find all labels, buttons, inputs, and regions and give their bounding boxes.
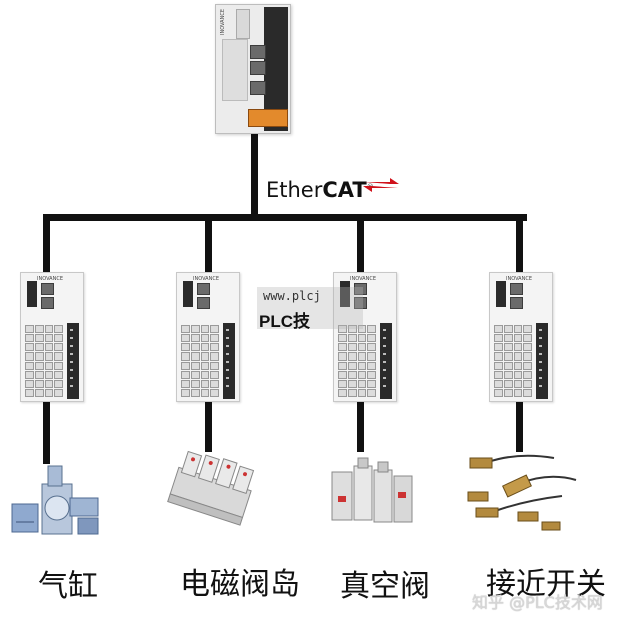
terminal-block	[338, 325, 376, 397]
vacuum-valve-icon	[331, 457, 413, 523]
device-label-proximity-switch: 接近开关	[486, 567, 606, 602]
module-brand: INOVANCE	[506, 276, 532, 282]
terminal-block	[181, 325, 219, 397]
drop-line-2	[205, 214, 212, 274]
io-module-4: INOVANCE	[489, 272, 553, 402]
drop-line-1	[43, 214, 50, 274]
module-status-panel	[183, 281, 193, 307]
controller-panel	[222, 39, 248, 101]
solenoid-valve-island-icon	[167, 450, 255, 526]
drop-line-4	[516, 214, 523, 274]
terminal-block	[25, 325, 63, 397]
ethernet-port-2	[250, 61, 266, 75]
ethercat-logo: EtherCAT®	[266, 178, 374, 202]
module-port-out	[41, 297, 54, 309]
status-led-panel	[248, 109, 288, 127]
io-module-2: INOVANCE	[176, 272, 240, 402]
ethernet-port-3	[250, 81, 266, 95]
module-brand: INOVANCE	[350, 276, 376, 282]
module-status-panel	[496, 281, 506, 307]
module-status-panel	[340, 281, 350, 307]
controller-label-strip	[236, 9, 250, 39]
ethercat-suffix: CAT	[322, 178, 367, 202]
credit-watermark: 知乎 @PLC技术网	[472, 593, 603, 612]
proximity-switch-icon	[467, 454, 577, 531]
io-module-1: INOVANCE	[20, 272, 84, 402]
module-port-in	[197, 283, 210, 295]
module-port-in	[41, 283, 54, 295]
bus-line	[43, 214, 527, 221]
ethernet-port-1	[250, 45, 266, 59]
module-brand: INOVANCE	[193, 276, 219, 282]
cylinder-device-icon	[11, 465, 99, 535]
module-port-out	[510, 297, 523, 309]
module-port-out	[197, 297, 210, 309]
led-strip	[223, 323, 235, 399]
module-port-out	[354, 297, 367, 309]
device-line-1	[43, 396, 50, 464]
terminal-block	[494, 325, 532, 397]
module-port-in	[510, 283, 523, 295]
controller-brand: INOVANCE	[220, 9, 226, 35]
device-line-4	[516, 396, 523, 452]
ethercat-arrow-icon	[363, 178, 399, 192]
watermark-url: www.plcj	[263, 289, 321, 303]
device-line-2	[205, 396, 212, 452]
device-label-solenoid-valve-island: 电磁阀岛	[180, 567, 300, 602]
device-label-vacuum-valve: 真空阀	[340, 569, 430, 604]
watermark-text: PLC技	[259, 312, 310, 331]
io-module-3: INOVANCE	[333, 272, 397, 402]
watermark: www.plcj PLC技	[257, 287, 363, 331]
module-brand: INOVANCE	[37, 276, 63, 282]
ethercat-prefix: Ether	[266, 178, 323, 202]
trunk-line	[251, 133, 258, 219]
module-status-panel	[27, 281, 37, 307]
device-label-cylinder: 气缸	[38, 569, 98, 604]
led-strip	[67, 323, 79, 399]
drop-line-3	[357, 214, 364, 274]
module-port-in	[354, 283, 367, 295]
led-strip	[380, 323, 392, 399]
device-line-3	[357, 396, 364, 452]
plc-controller: INOVANCE	[215, 4, 291, 134]
led-strip	[536, 323, 548, 399]
